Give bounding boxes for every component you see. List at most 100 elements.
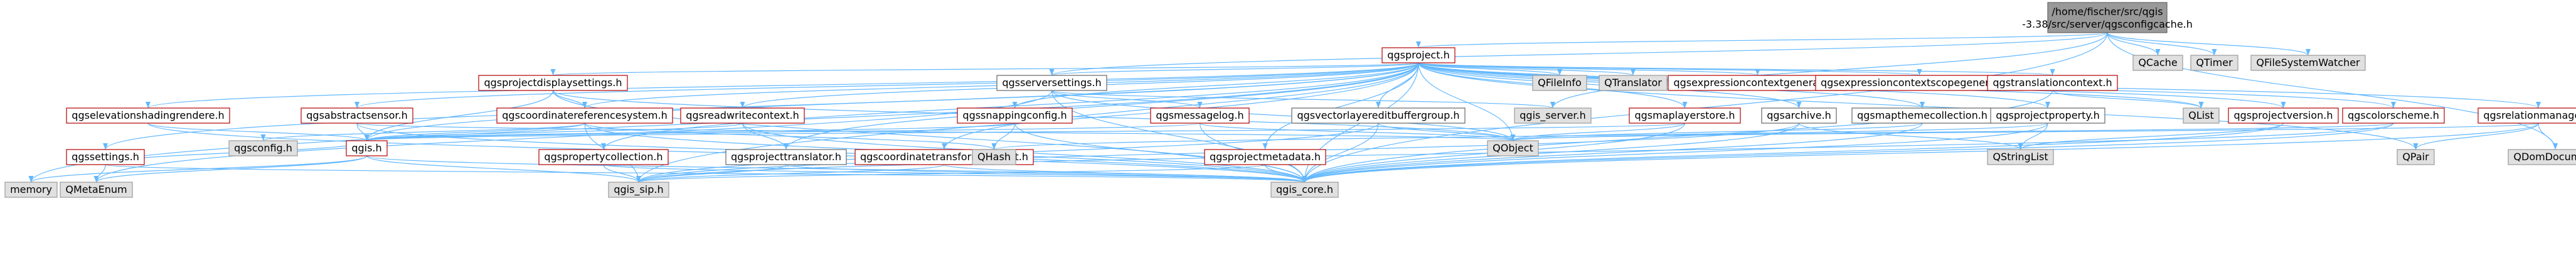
node-qgsvectorlayered[interactable]: qgsvectorlayereditbuffergroup.h: [1291, 107, 1466, 124]
node-label: qgscolorscheme.h: [2348, 109, 2439, 121]
node-label: /home/fischer/src/qgis: [2052, 6, 2163, 18]
node-label: QDomDocument: [2513, 151, 2576, 163]
edge-qgsproject-to-qfileinfo: [1418, 62, 1562, 76]
node-label: qgsprojectproperty.h: [1996, 109, 2100, 121]
edge-qgsprojectproperty-to-qgscore: [1302, 123, 2048, 183]
node-qcache: QCache: [2132, 55, 2183, 71]
node-qgscolorscheme[interactable]: qgscolorscheme.h: [2342, 107, 2445, 124]
edge-qgsmapthemecoll-to-qobject: [1510, 123, 1923, 141]
node-label: qgsprojectversion.h: [2233, 109, 2333, 121]
node-label: qgis.h: [351, 142, 381, 154]
node-box: [1487, 140, 1539, 156]
node-box: [538, 149, 669, 165]
node-label: QPair: [2402, 151, 2429, 163]
node-qgsprojdisp[interactable]: qgsprojectdisplaysettings.h: [478, 75, 628, 91]
edge-qgsproject-to-qgsserversettings: [1050, 62, 1419, 76]
node-box: [478, 75, 628, 91]
edge-qgsprojectproperty-to-qstringlist: [2018, 123, 2048, 150]
node-qpair: QPair: [2397, 149, 2435, 165]
node-qgsprojectversion[interactable]: qgsprojectversion.h: [2228, 107, 2339, 124]
edge-qgsproject-to-qgsprojectmeta: [1262, 62, 1419, 150]
node-label: QList: [2188, 109, 2214, 121]
node-qgsreadwritectx[interactable]: qgsreadwritecontext.h: [680, 107, 805, 124]
node-label: qgsprojecttranslator.h: [731, 151, 841, 163]
edge-qgsreadwritectx-to-qgsprojecttrans: [742, 123, 789, 150]
node-box: [2190, 55, 2238, 71]
edge-qgis-to-qgissip: [366, 155, 641, 183]
node-label: qgis_core.h: [1276, 183, 1333, 196]
node-root: /home/fischer/src/qgis-3.38/src/server/q…: [2022, 2, 2193, 33]
node-box: [1599, 75, 1668, 91]
node-qtimer: QTimer: [2190, 55, 2238, 71]
node-qgsmaplayerstore[interactable]: qgsmaplayerstore.h: [1629, 107, 1741, 124]
edge-root-to-qdomdocument: [2107, 32, 2558, 150]
edge-qgsprojectversion-to-qgscore: [1302, 123, 2284, 183]
node-box: [1204, 149, 1326, 165]
node-qgsarchive[interactable]: qgsarchive.h: [1761, 107, 1837, 124]
node-box: [2478, 107, 2576, 124]
node-box: [1851, 107, 1993, 124]
node-label: qgsvectorlayereditbuffergroup.h: [1297, 109, 1459, 121]
node-label: qgsabstractsensor.h: [306, 109, 407, 121]
node-label: qgsreadwritecontext.h: [686, 109, 799, 121]
node-qgselevshading[interactable]: qgselevationshadingrendere.h: [66, 107, 230, 124]
node-qgsprojectproperty[interactable]: qgsprojectproperty.h: [1990, 107, 2105, 124]
node-box: [972, 149, 1016, 165]
edge-qgis-to-qmetaenum: [93, 155, 368, 183]
edge-qgsproject-to-qgis: [364, 62, 1419, 141]
node-box: [2397, 149, 2435, 165]
edge-qgsvectorlayered-to-qgscore: [1302, 123, 1379, 183]
edge-qgsprojecttrans-to-qgscore: [785, 164, 1307, 183]
node-qtranslator: QTranslator: [1599, 75, 1668, 91]
node-qgis[interactable]: qgis.h: [346, 140, 388, 156]
node-label: qgsarchive.h: [1767, 109, 1831, 121]
edge-qgscoordref-to-qgsconfig: [260, 123, 585, 141]
edge-qgsvectorlayered-to-qobject: [1378, 123, 1516, 141]
edge-qgis-to-memory: [28, 155, 368, 183]
node-box: [66, 107, 230, 124]
node-qgsprojectmeta[interactable]: qgsprojectmetadata.h: [1204, 149, 1326, 165]
node-box: [1532, 75, 1587, 91]
node-label: QCache: [2138, 57, 2177, 68]
node-label: qgsserversettings.h: [1002, 77, 1101, 89]
node-label: qgsmapthemecollection.h: [1857, 109, 1988, 121]
node-box: [1990, 107, 2105, 124]
node-label: qgsmaplayerstore.h: [1634, 109, 1735, 121]
node-qgsproject[interactable]: qgsproject.h: [1381, 47, 1456, 63]
node-box: [1987, 149, 2054, 165]
node-box: [2132, 55, 2183, 71]
edge-qgsproject-to-qgscoordtransctx: [942, 62, 1419, 150]
node-qlist: QList: [2183, 107, 2220, 124]
edge-qgscoordtransctx-to-qgissip: [636, 164, 945, 183]
edge-qgsreadwritectx-to-qgis: [364, 123, 743, 141]
edge-qgsproject-to-qgstranslationctx: [1418, 62, 2055, 76]
edge-qgsprojectproperty-to-qhash: [992, 123, 2048, 150]
node-label: qgsprojectdisplaysettings.h: [484, 77, 622, 89]
node-label: QTranslator: [1604, 77, 1662, 89]
edge-qgsproject-to-qgsprojecttrans: [784, 62, 1419, 150]
edge-qgsmessagelog-to-qobject: [1199, 123, 1516, 141]
node-qgsmapthemecoll[interactable]: qgsmapthemecollection.h: [1851, 107, 1993, 124]
edge-qgssnapping-to-qgscore: [1014, 123, 1307, 183]
node-qfsw: QFileSystemWatcher: [2250, 55, 2366, 71]
node-label: QTimer: [2196, 57, 2233, 68]
node-qgsabstractsensor[interactable]: qgsabstractsensor.h: [301, 107, 413, 124]
node-label: QHash: [977, 151, 1011, 163]
node-box: [228, 140, 298, 156]
node-qgssettings[interactable]: qgssettings.h: [66, 149, 145, 165]
node-qgstranslationctx[interactable]: qgstranslationcontext.h: [1987, 75, 2118, 91]
node-qgissip: qgis_sip.h: [608, 182, 669, 198]
node-qgscoordref[interactable]: qgscoordinatereferencesystem.h: [496, 107, 673, 124]
node-qgspropertycoll[interactable]: qgspropertycollection.h: [538, 149, 669, 165]
edge-qgsproject-to-qgselevshading: [146, 62, 1419, 109]
node-label: -3.38/src/server/qgsconfigcache.h: [2022, 18, 2193, 30]
node-qgsmessagelog[interactable]: qgsmessagelog.h: [1150, 107, 1250, 124]
node-label: memory: [10, 183, 52, 195]
node-qgsprojecttrans[interactable]: qgsprojecttranslator.h: [725, 149, 847, 165]
node-box: [4, 182, 58, 198]
node-qgssnapping[interactable]: qgssnappingconfig.h: [957, 107, 1073, 124]
node-qgsrelationmanager[interactable]: qgsrelationmanager.h: [2478, 107, 2576, 124]
node-qgsserversettings[interactable]: qgsserversettings.h: [996, 75, 1107, 91]
edge-qgsproject-to-qtranslator: [1418, 62, 1636, 76]
